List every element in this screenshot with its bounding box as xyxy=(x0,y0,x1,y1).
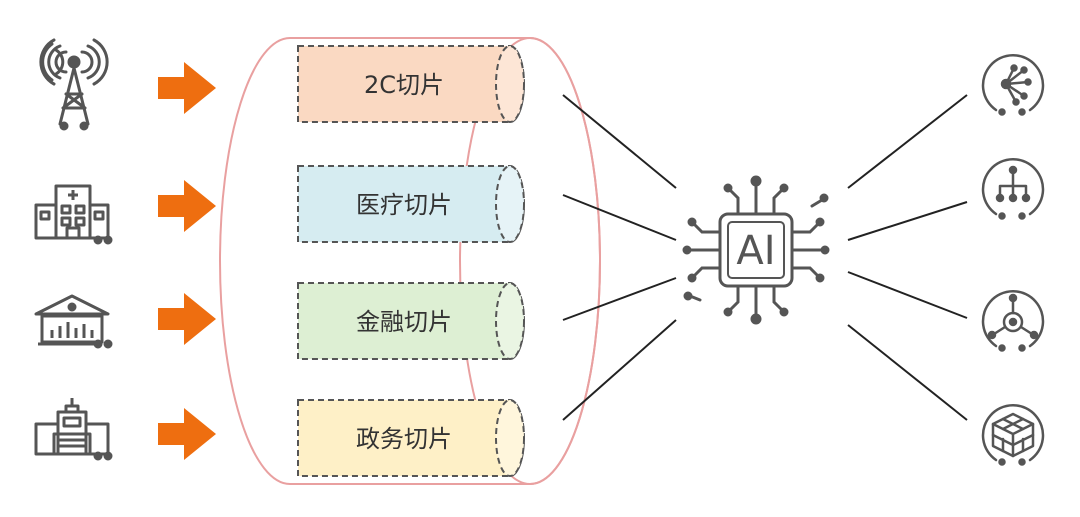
slice-2c: 2C切片 xyxy=(297,45,525,123)
target-nodes-icon xyxy=(981,290,1045,352)
arrow-2 xyxy=(158,180,216,232)
connector-line xyxy=(847,324,968,421)
cube-grid-icon xyxy=(981,404,1045,466)
hospital-icon xyxy=(34,184,113,245)
arrow-3 xyxy=(158,293,216,345)
bank-icon xyxy=(34,294,113,349)
connector-line xyxy=(847,201,968,241)
slice-finance: 金融切片 xyxy=(297,282,525,360)
ai-chip-icon xyxy=(682,175,830,325)
connector-line xyxy=(847,271,968,319)
slice-label: 金融切片 xyxy=(356,308,452,336)
connector-line xyxy=(847,94,968,189)
connector-line xyxy=(562,319,677,421)
arrow-1 xyxy=(158,62,216,114)
slice-label: 2C切片 xyxy=(364,71,444,99)
arrow-4 xyxy=(158,408,216,460)
connector-line xyxy=(562,194,677,241)
hierarchy-icon xyxy=(981,158,1045,220)
slice-label: 医疗切片 xyxy=(356,191,452,219)
ai-hub-label: AI xyxy=(736,228,775,274)
government-building-icon xyxy=(34,398,113,461)
network-hub-icon xyxy=(981,54,1045,116)
slice-medical: 医疗切片 xyxy=(297,165,525,243)
slice-label: 政务切片 xyxy=(356,425,452,453)
connector-line xyxy=(562,277,677,321)
connector-line xyxy=(562,94,677,189)
transport-tube-end xyxy=(459,37,601,485)
cell-tower-icon xyxy=(39,38,109,131)
slice-government: 政务切片 xyxy=(297,399,525,477)
